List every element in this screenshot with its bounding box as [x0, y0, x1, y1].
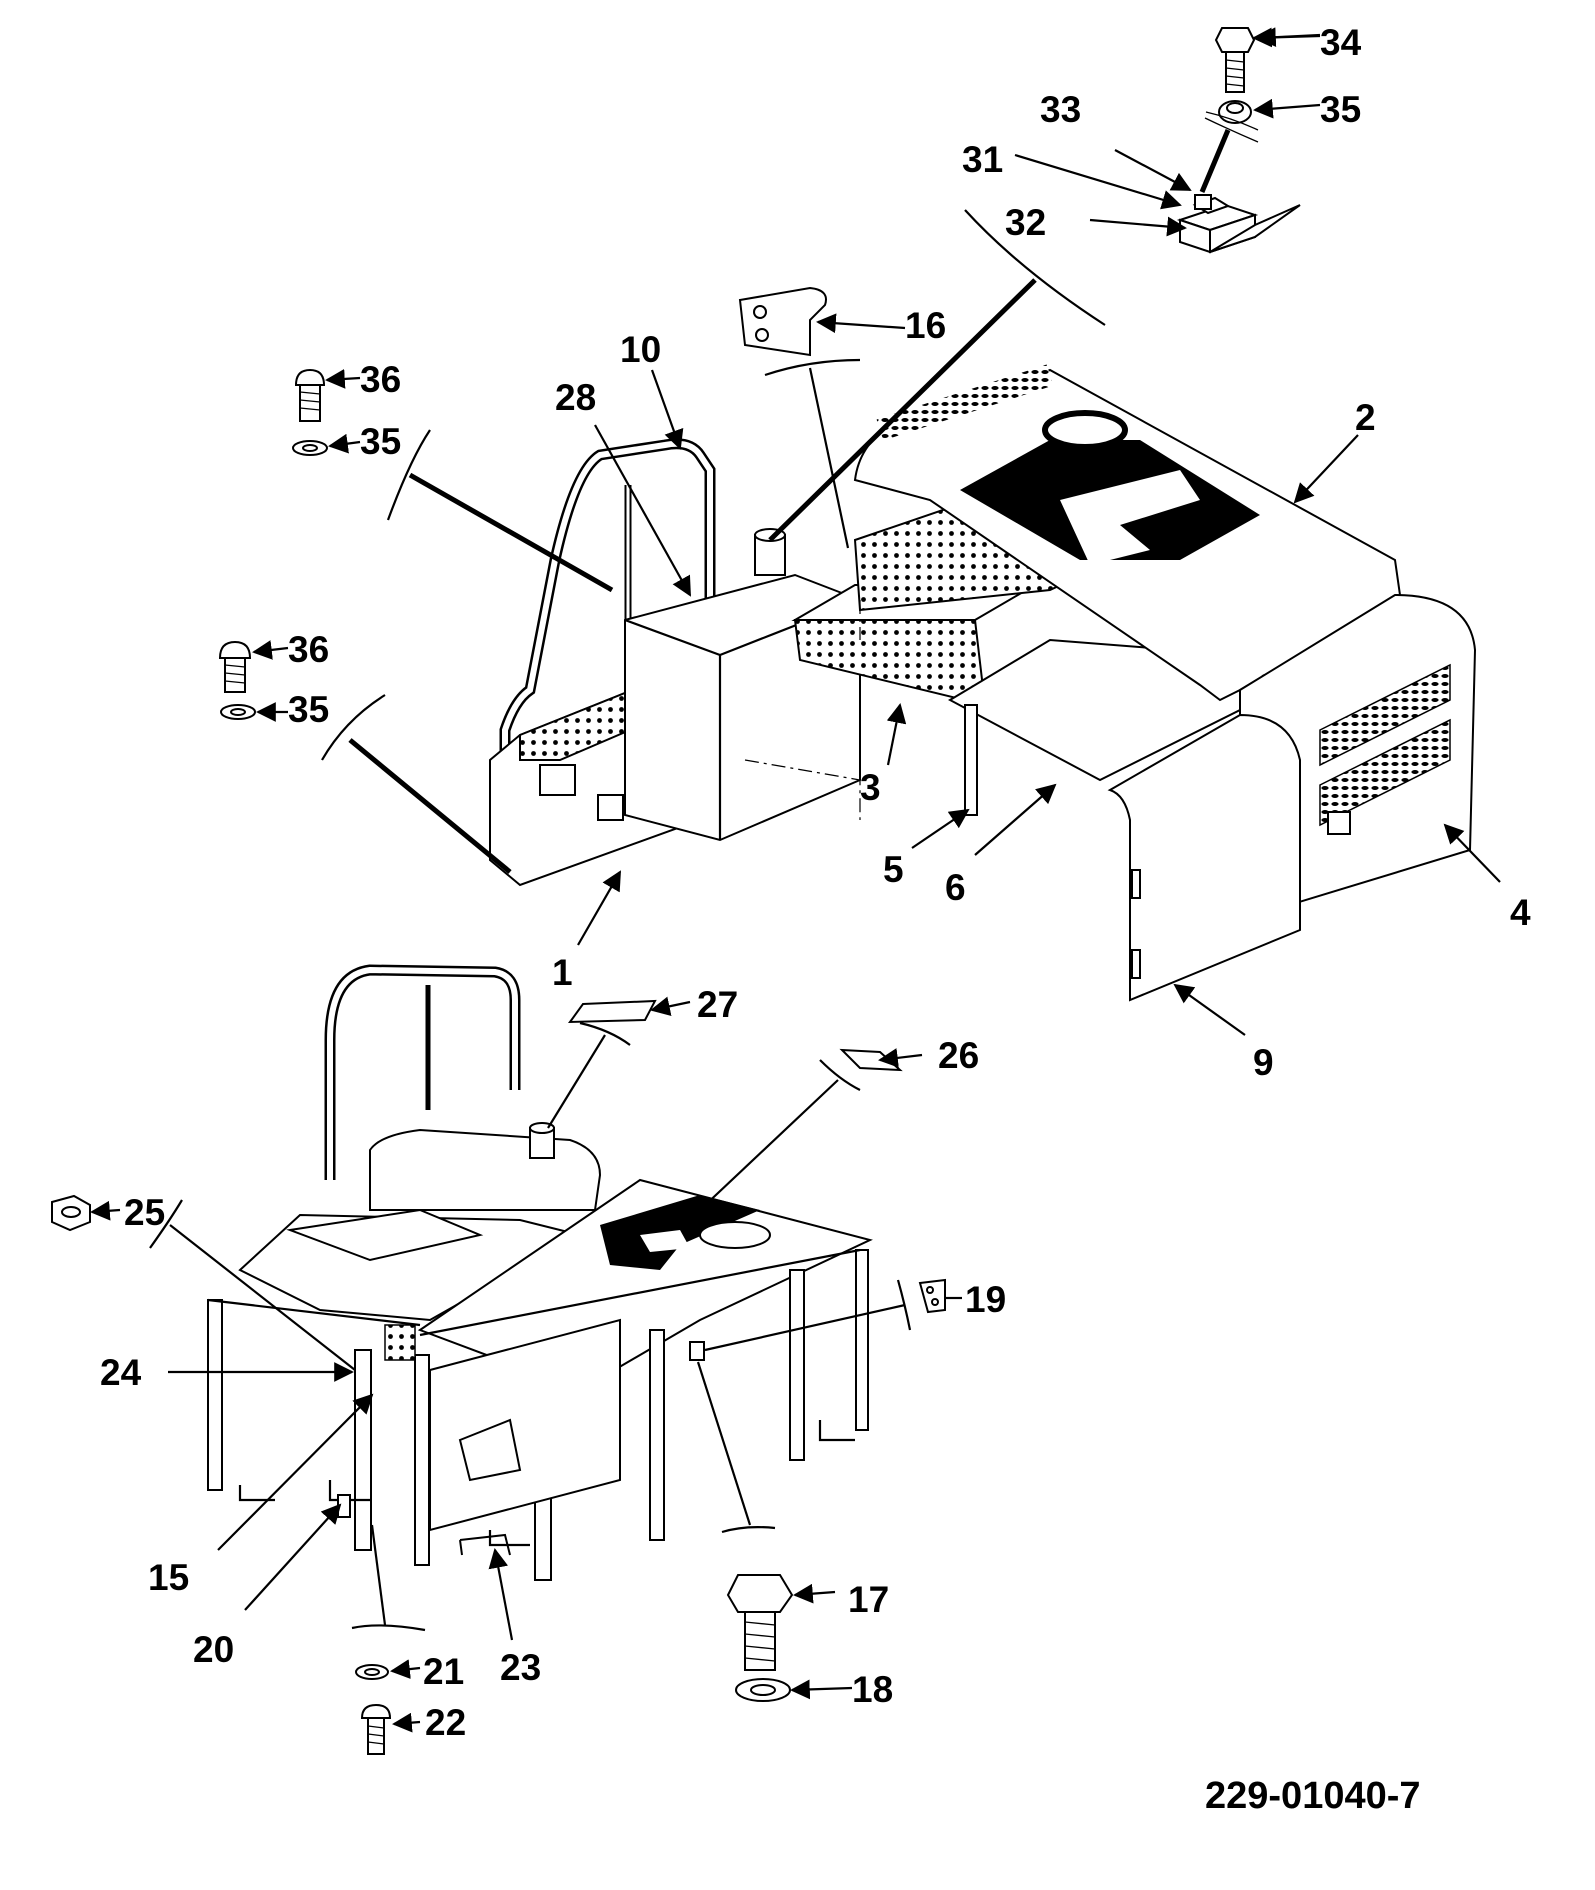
callout-25: 25: [124, 1192, 165, 1233]
callout-2: 2: [1355, 397, 1376, 438]
frame: [207, 1248, 869, 1581]
drawing-number: 229-01040-7: [1205, 1775, 1421, 1817]
callout-15: 15: [148, 1557, 189, 1598]
callout-5: 5: [883, 849, 904, 890]
callout-17: 17: [848, 1579, 889, 1620]
callout-32: 32: [1005, 202, 1046, 243]
callout-22: 22: [425, 1702, 466, 1743]
callout-24: 24: [100, 1352, 142, 1393]
callout-4: 4: [1510, 892, 1531, 933]
handle-23: [459, 1533, 511, 1556]
callout-9: 9: [1253, 1042, 1274, 1083]
support-bracket: [964, 704, 978, 816]
callout-6: 6: [945, 867, 966, 908]
bolt-36-upper: [294, 368, 326, 422]
callout-36-lower: 36: [288, 629, 329, 670]
engine-hood: [853, 364, 1402, 702]
callout-1: 1: [552, 952, 573, 993]
callout-36-upper: 36: [360, 359, 401, 400]
callout-3: 3: [860, 767, 881, 808]
callout-35-upper: 35: [360, 421, 401, 462]
callout-27: 27: [697, 984, 738, 1025]
bolt-17: [726, 1574, 794, 1671]
callout-35-top: 35: [1320, 89, 1361, 130]
upper-assembly: [218, 27, 1477, 1002]
decal-27: [568, 999, 657, 1024]
bolt-34: [1214, 27, 1256, 93]
callout-18: 18: [852, 1669, 893, 1710]
callout-34: 34: [1320, 22, 1362, 63]
callout-20: 20: [193, 1629, 234, 1670]
lower-tank: [369, 1128, 602, 1211]
callout-21: 21: [423, 1651, 464, 1692]
end-panel: [1107, 713, 1301, 1002]
callout-labels: 34 35 33 31 32 16 10 28 36 35 36 35 2 3 …: [100, 22, 1531, 1817]
callout-10: 10: [620, 329, 661, 370]
callout-33: 33: [1040, 89, 1081, 130]
rubber-bumper: [1176, 194, 1301, 254]
callout-16: 16: [905, 305, 946, 346]
callout-19: 19: [965, 1279, 1006, 1320]
callout-28: 28: [555, 377, 596, 418]
bolt-36-lower: [218, 640, 252, 693]
callout-31: 31: [962, 139, 1003, 180]
leader-lines: [90, 27, 1501, 1733]
decal-26: [839, 1048, 903, 1072]
bracket-plate: [738, 286, 827, 357]
callout-23: 23: [500, 1647, 541, 1688]
bolt-22: [360, 1703, 392, 1755]
bracket-19: [918, 1278, 946, 1314]
lower-assembly: [51, 964, 946, 1755]
nut-35-top: [1218, 100, 1252, 124]
callout-26: 26: [938, 1035, 979, 1076]
callout-35-lower: 35: [288, 689, 329, 730]
